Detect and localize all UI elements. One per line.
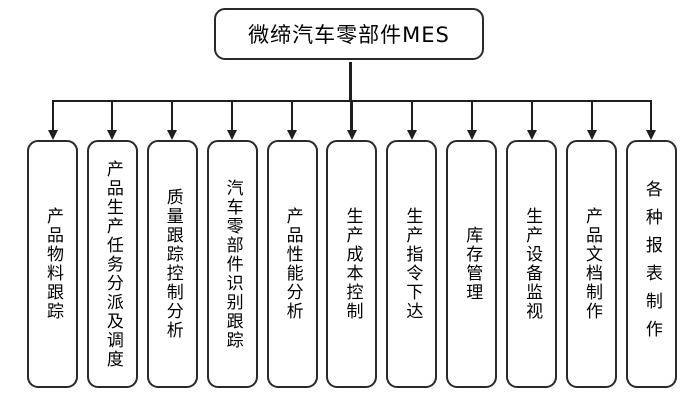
connector-drop: [650, 100, 653, 131]
child-box: 产品物料跟踪: [27, 140, 78, 388]
child-node: 生产设备监视: [506, 100, 558, 388]
child-node-label: 产品性能分析: [282, 207, 303, 321]
connector-drop: [291, 100, 294, 131]
connector-drop: [231, 100, 234, 131]
child-box: 库存管理: [446, 140, 498, 388]
root-node-label: 微缔汽车零部件MES: [248, 23, 450, 47]
connector-drop: [470, 100, 473, 131]
children-row: 产品物料跟踪 产品生产任务分派及调度 质量跟踪控制分析 汽车零部件识别跟踪: [27, 100, 677, 388]
connector-drop: [530, 100, 533, 131]
child-box: 各种报表制作: [625, 140, 677, 388]
connector-drop: [51, 100, 54, 131]
child-node: 产品性能分析: [266, 100, 318, 388]
child-node-label: 生产设备监视: [522, 207, 543, 321]
arrow-down-icon: [227, 130, 238, 140]
arrow-down-icon: [287, 130, 298, 140]
connector-drop: [410, 100, 413, 131]
arrow-down-icon: [466, 130, 477, 140]
child-box: 质量跟踪控制分析: [146, 140, 198, 388]
arrow-down-icon: [646, 130, 657, 140]
child-node-label: 生产指令下达: [402, 207, 423, 321]
arrow-down-icon: [586, 130, 597, 140]
child-node: 各种报表制作: [625, 100, 677, 388]
child-node: 库存管理: [446, 100, 498, 388]
connector-drop: [350, 100, 354, 131]
child-box: 生产设备监视: [506, 140, 558, 388]
child-node: 汽车零部件识别跟踪: [206, 100, 258, 388]
connector-drop: [590, 100, 593, 131]
connector-drop: [171, 100, 174, 131]
child-node-label: 汽车零部件识别跟踪: [222, 178, 243, 350]
child-node-label: 产品生产任务分派及调度: [102, 159, 123, 369]
child-node: 生产成本控制: [326, 100, 378, 388]
child-node-label: 产品文档制作: [582, 207, 603, 321]
child-node-label: 各种报表制作: [641, 180, 662, 348]
child-node-label: 库存管理: [462, 226, 483, 302]
child-node-label: 产品物料跟踪: [43, 207, 63, 321]
child-node-label: 质量跟踪控制分析: [162, 188, 183, 340]
child-node-label: 生产成本控制: [342, 207, 363, 321]
arrow-down-icon: [526, 130, 537, 140]
child-box: 产品性能分析: [266, 140, 318, 388]
child-node: 产品物料跟踪: [27, 100, 78, 388]
arrow-down-icon: [107, 130, 118, 140]
connector-stem: [349, 62, 352, 102]
connector-drop: [111, 100, 114, 131]
arrow-down-icon: [47, 130, 58, 140]
root-node: 微缔汽车零部件MES: [214, 8, 484, 60]
arrow-down-icon: [406, 130, 417, 140]
child-box: 汽车零部件识别跟踪: [206, 140, 258, 388]
arrow-down-icon: [346, 130, 357, 140]
child-box: 产品生产任务分派及调度: [86, 140, 138, 388]
child-node: 产品生产任务分派及调度: [86, 100, 138, 388]
child-node: 产品文档制作: [566, 100, 618, 388]
child-node: 生产指令下达: [386, 100, 438, 388]
arrow-down-icon: [167, 130, 178, 140]
child-node: 质量跟踪控制分析: [146, 100, 198, 388]
child-box: 生产指令下达: [386, 140, 438, 388]
child-box: 生产成本控制: [326, 140, 378, 388]
child-box: 产品文档制作: [566, 140, 618, 388]
